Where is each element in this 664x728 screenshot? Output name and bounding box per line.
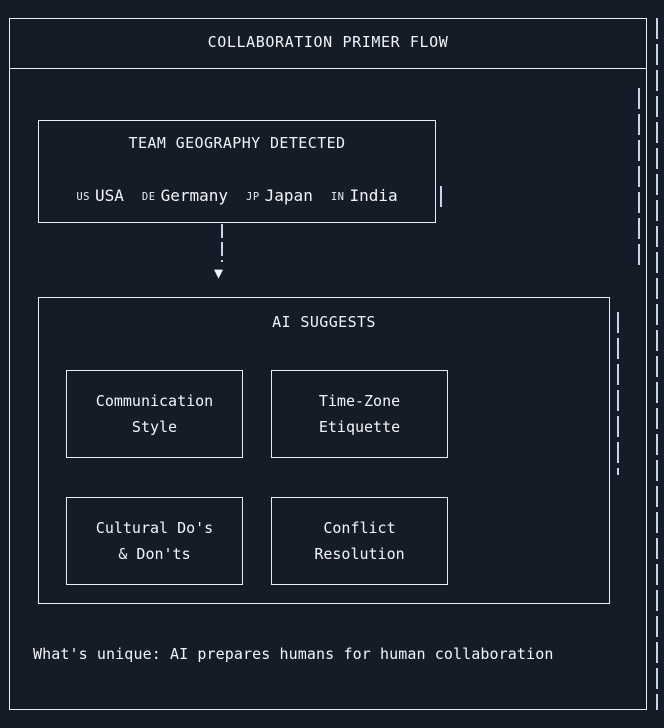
ai-suggests-overflow-pipe (617, 312, 619, 475)
card-label-line1: Conflict (323, 519, 396, 537)
card-label-line1: Cultural Do's (95, 519, 214, 537)
card-right-border (242, 498, 243, 584)
suggestion-card-conflict-resolution[interactable]: Conflict Resolution (271, 497, 448, 585)
card-left-border (66, 498, 67, 584)
card-left-border (66, 371, 67, 457)
region-item-india: IN India (331, 186, 398, 205)
ai-suggests-box (38, 297, 610, 604)
geo-box-right-border (435, 121, 436, 222)
outer-frame-right-border (646, 19, 647, 709)
card-label-line1: Communication (95, 392, 214, 410)
footer-note: What's unique: AI prepares humans for hu… (33, 645, 554, 663)
overflow-rule-outer (656, 18, 658, 710)
card-right-border (242, 371, 243, 457)
team-geography-box (38, 120, 436, 223)
region-label-japan: Japan (264, 186, 313, 205)
suggestion-card-cultural-dos-donts[interactable]: Cultural Do's & Don'ts (66, 497, 243, 585)
ai-suggests-right-border (609, 298, 610, 603)
flag-icon-in: IN (330, 191, 345, 203)
overflow-rule-inner (638, 88, 640, 268)
page-title: COLLABORATION PRIMER FLOW (207, 33, 449, 51)
region-label-usa: USA (95, 186, 124, 205)
flag-icon-jp: JP (246, 191, 260, 203)
geo-box-left-border (38, 121, 39, 222)
flow-arrow-down-icon: ▼ (214, 264, 224, 282)
team-geography-title: TEAM GEOGRAPHY DETECTED (128, 134, 346, 152)
card-label-line2: & Don'ts (118, 545, 191, 563)
card-right-border (447, 371, 448, 457)
outer-frame (9, 18, 647, 710)
card-label-line2: Etiquette (318, 418, 401, 436)
card-right-border (447, 498, 448, 584)
outer-frame-left-border (9, 19, 10, 709)
flag-icon-us: US (76, 191, 90, 203)
card-left-border (271, 498, 272, 584)
ai-suggests-left-border (38, 298, 39, 603)
flow-connector-line (221, 224, 223, 262)
card-label-line1: Time-Zone (318, 392, 401, 410)
region-item-usa: US USA (76, 186, 124, 205)
suggestion-card-communication-style[interactable]: Communication Style (66, 370, 243, 458)
card-label-line2: Style (131, 418, 178, 436)
suggestion-card-time-zone-etiquette[interactable]: Time-Zone Etiquette (271, 370, 448, 458)
geo-box-overflow-pipe (440, 186, 442, 207)
flag-icon-de: DE (141, 191, 156, 203)
region-item-japan: JP Japan (246, 186, 313, 205)
ai-suggests-title: AI SUGGESTS (272, 313, 376, 331)
region-label-germany: Germany (160, 186, 228, 205)
card-left-border (271, 371, 272, 457)
region-item-germany: DE Germany (142, 186, 228, 205)
team-geography-region-list: US USA DE Germany JP Japan IN India (38, 186, 436, 205)
region-label-india: India (349, 186, 398, 205)
card-label-line2: Resolution (314, 545, 405, 563)
header-divider (9, 68, 647, 69)
